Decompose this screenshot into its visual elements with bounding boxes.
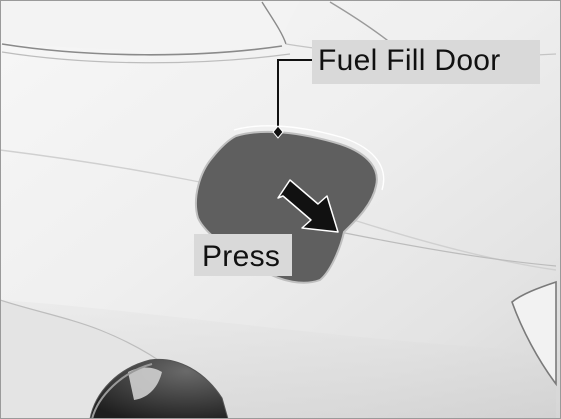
roof-panel [0, 0, 300, 51]
leader-endpoint-marker [272, 125, 284, 139]
fuel-door-gap [233, 125, 385, 191]
press-direction-arrow-icon [277, 179, 339, 233]
fuel-door-label-bg [312, 40, 540, 84]
press-label: Press [202, 240, 281, 273]
pillar-line [261, 1, 287, 45]
fuel-door-leader-line [277, 59, 312, 132]
window-trim-line-inner [1, 51, 291, 64]
wheel-arch-liner [91, 363, 153, 419]
fuel-fill-door-label: Fuel Fill Door [318, 44, 501, 77]
wheel-opening [89, 358, 229, 419]
pillar-line-right [329, 1, 393, 45]
window-trim-line [1, 43, 283, 56]
press-label-bg [194, 234, 292, 276]
body-crease-highlight [339, 231, 557, 267]
taillight [511, 280, 557, 387]
tire-highlight [128, 367, 162, 400]
